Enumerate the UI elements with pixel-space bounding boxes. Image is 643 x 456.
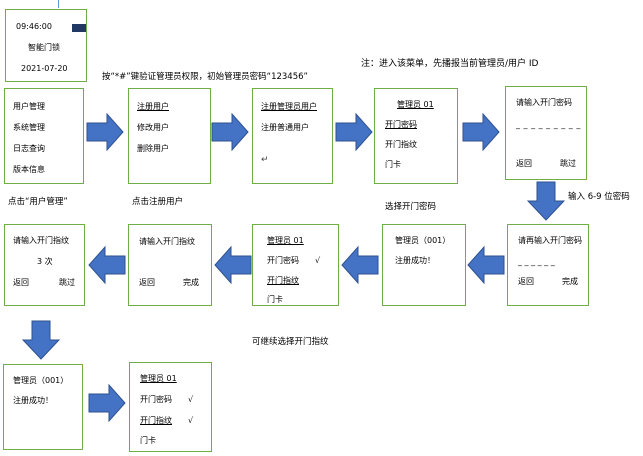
admin-status1-password[interactable]: 开门密码 <box>267 256 299 265</box>
success-box-1: 管理员（001） 注册成功！ <box>382 224 466 306</box>
arrow-left-4 <box>88 246 126 284</box>
arrow-right-3 <box>335 113 373 151</box>
menu-item-register-normal[interactable]: 注册普通用户 <box>261 123 309 132</box>
success2-line2: 注册成功！ <box>13 396 53 405</box>
menu-item-log-query[interactable]: 日志查询 <box>13 144 45 153</box>
note-click-user-mgmt: 点击“用户管理” <box>8 197 68 207</box>
arrow-right-5 <box>88 384 126 422</box>
note-click-register: 点击注册用户 <box>132 197 184 207</box>
reenter-back[interactable]: 返回 <box>518 277 534 286</box>
fp-count-back[interactable]: 返回 <box>13 278 29 287</box>
arrow-right-2 <box>211 113 249 151</box>
admin-status1-password-check: √ <box>315 256 321 265</box>
reenter-done[interactable]: 完成 <box>562 277 578 286</box>
admin-header: 管理员 01 <box>397 100 434 109</box>
fp-count-skip[interactable]: 跳过 <box>59 278 75 287</box>
fp-count-prompt: 请输入开门指纹 <box>13 236 69 245</box>
fp-entry-back[interactable]: 返回 <box>139 278 155 287</box>
register-menu-box: 注册管理员用户 注册普通用户 ↵ <box>252 88 333 184</box>
admin-status1-card[interactable]: 门卡 <box>267 295 283 304</box>
password-dashes[interactable]: _ _ _ _ _ _ _ _ _ <box>516 120 581 129</box>
reenter-dashes[interactable]: _ _ _ _ _ _ <box>518 257 555 266</box>
success2-line1: 管理员（001） <box>13 376 69 385</box>
admin-status1-header: 管理员 01 <box>267 236 304 245</box>
fp-entry-prompt: 请输入开门指纹 <box>139 237 195 246</box>
admin-status2-password-check: √ <box>188 395 194 404</box>
password-skip[interactable]: 跳过 <box>560 159 576 168</box>
admin-status2-header: 管理员 01 <box>140 374 177 383</box>
fp-count-box: 请输入开门指纹 3 次 返回 跳过 <box>4 224 85 306</box>
success-box-2: 管理员（001） 注册成功！ <box>3 364 83 450</box>
arrow-right-4 <box>462 113 500 151</box>
user-menu-box: 注册用户 修改用户 删除用户 <box>128 88 211 184</box>
note-verify: 按“*#”键验证管理员权限，初始管理员密码“123456” <box>102 72 308 82</box>
admin-status2-card[interactable]: 门卡 <box>140 436 156 445</box>
arrow-down-right <box>527 181 565 221</box>
lock-status-box: 09:46:00 智能门锁 2021-07-20 <box>5 9 87 82</box>
menu-item-user-mgmt[interactable]: 用户管理 <box>13 102 45 111</box>
arrow-left-1 <box>467 246 505 284</box>
menu-item-modify-user[interactable]: 修改用户 <box>137 123 169 132</box>
main-menu-box: 用户管理 系统管理 日志查询 版本信息 <box>4 88 84 184</box>
menu-item-version[interactable]: 版本信息 <box>13 165 45 174</box>
arrow-down-left <box>22 320 60 360</box>
arrow-right-1 <box>86 113 124 151</box>
battery-icon <box>72 24 86 32</box>
lock-time: 09:46:00 <box>16 22 52 31</box>
menu-item-system-mgmt[interactable]: 系统管理 <box>13 123 45 132</box>
lock-date: 2021-07-20 <box>21 64 68 73</box>
admin-status-box-1: 管理员 01 开门密码 √ 开门指纹 门卡 <box>252 224 339 306</box>
note-continue-fp: 可继续选择开门指纹 <box>252 337 329 347</box>
password-entry-box: 请输入开门密码 _ _ _ _ _ _ _ _ _ 返回 跳过 <box>505 86 587 180</box>
admin-item-card[interactable]: 门卡 <box>385 160 401 169</box>
menu-item-register-admin[interactable]: 注册管理员用户 <box>261 102 317 111</box>
fp-entry-done[interactable]: 完成 <box>183 278 199 287</box>
lock-title: 智能门锁 <box>28 43 60 52</box>
return-mark-icon: ↵ <box>261 155 269 165</box>
reenter-prompt: 请再输入开门密码 <box>518 236 582 245</box>
success1-line1: 管理员（001） <box>395 236 451 245</box>
arrow-left-3 <box>214 246 252 284</box>
menu-item-register-user[interactable]: 注册用户 <box>137 102 169 111</box>
arrow-left-2 <box>341 246 379 284</box>
note-select-password: 选择开门密码 <box>385 202 437 212</box>
admin-status-box-2: 管理员 01 开门密码 √ 开门指纹 √ 门卡 <box>129 362 212 452</box>
top-connector <box>58 0 59 8</box>
menu-item-delete-user[interactable]: 删除用户 <box>137 144 169 153</box>
admin-status1-fingerprint[interactable]: 开门指纹 <box>267 276 299 285</box>
success1-line2: 注册成功！ <box>395 256 435 265</box>
note-enter-digits: 输入 6-9 位密码 <box>568 192 630 202</box>
fp-entry-box: 请输入开门指纹 返回 完成 <box>128 224 212 306</box>
admin-item-fingerprint[interactable]: 开门指纹 <box>385 140 417 149</box>
note-enter-menu: 注：进入该菜单，先播报当前管理员/用户 ID <box>361 59 539 69</box>
admin-status2-fingerprint-check: √ <box>188 416 194 425</box>
admin-item-password[interactable]: 开门密码 <box>385 120 417 129</box>
fp-count-value: 3 次 <box>37 257 53 266</box>
admin-menu-box: 管理员 01 开门密码 开门指纹 门卡 <box>374 88 458 184</box>
admin-status2-password[interactable]: 开门密码 <box>140 395 172 404</box>
password-reenter-box: 请再输入开门密码 _ _ _ _ _ _ 返回 完成 <box>507 224 589 306</box>
admin-status2-fingerprint[interactable]: 开门指纹 <box>140 416 172 425</box>
password-prompt: 请输入开门密码 <box>516 98 572 107</box>
password-back[interactable]: 返回 <box>516 159 532 168</box>
